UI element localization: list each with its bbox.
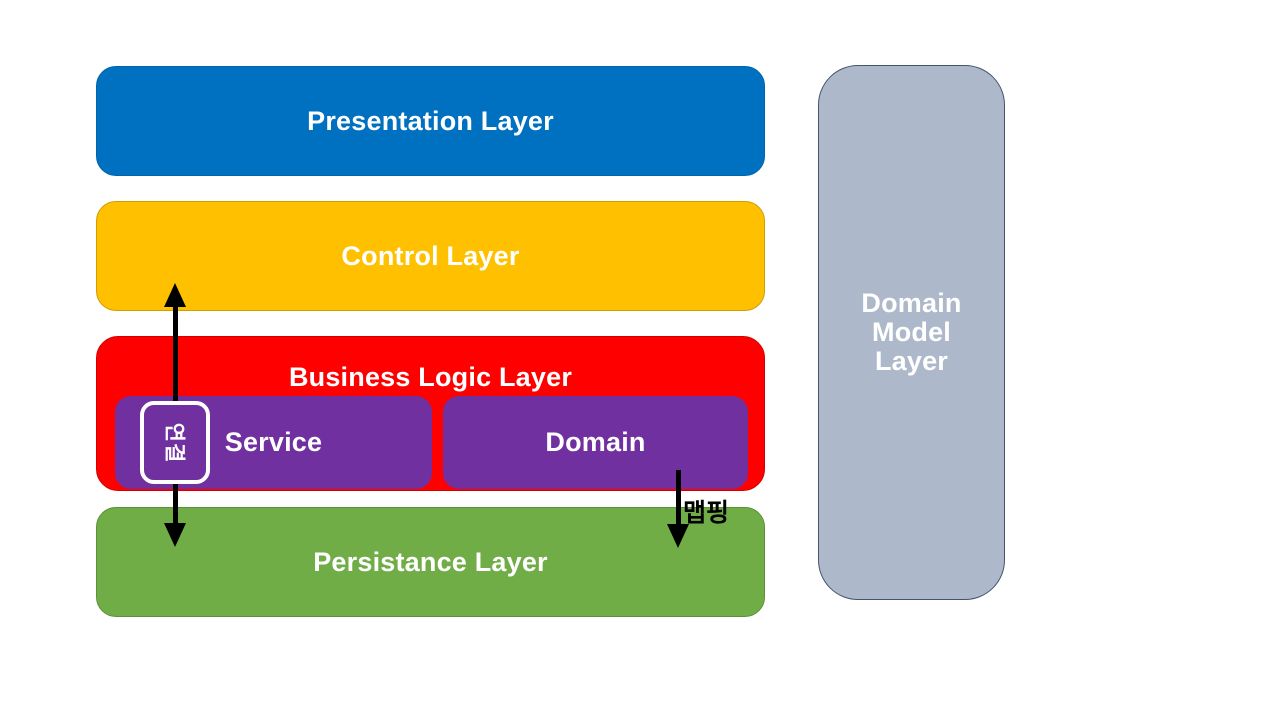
layer-business-logic-label: Business Logic Layer xyxy=(288,362,573,392)
component-domain-label: Domain xyxy=(545,427,646,457)
connection-badge-label: 연결 xyxy=(161,422,185,463)
layer-presentation-label: Presentation Layer xyxy=(307,105,554,136)
layer-domain-model-label: Domain Model Layer xyxy=(861,288,962,376)
layer-domain-model: Domain Model Layer xyxy=(818,65,1005,600)
layer-persistence: Persistance Layer xyxy=(96,507,765,617)
layer-control-label: Control Layer xyxy=(341,240,520,271)
layer-control: Control Layer xyxy=(96,201,765,311)
layer-persistence-label: Persistance Layer xyxy=(313,546,548,577)
mapping-arrow-line xyxy=(676,470,681,526)
connection-badge: 연결 xyxy=(140,401,210,484)
component-domain: Domain xyxy=(443,396,748,489)
arrowhead-down-icon xyxy=(164,523,186,547)
arrowhead-up-icon xyxy=(164,283,186,307)
layer-presentation: Presentation Layer xyxy=(96,66,765,176)
arrowhead-down-icon xyxy=(667,524,689,548)
mapping-label: 맵핑 xyxy=(683,499,730,527)
component-service-label: Service xyxy=(224,427,323,457)
